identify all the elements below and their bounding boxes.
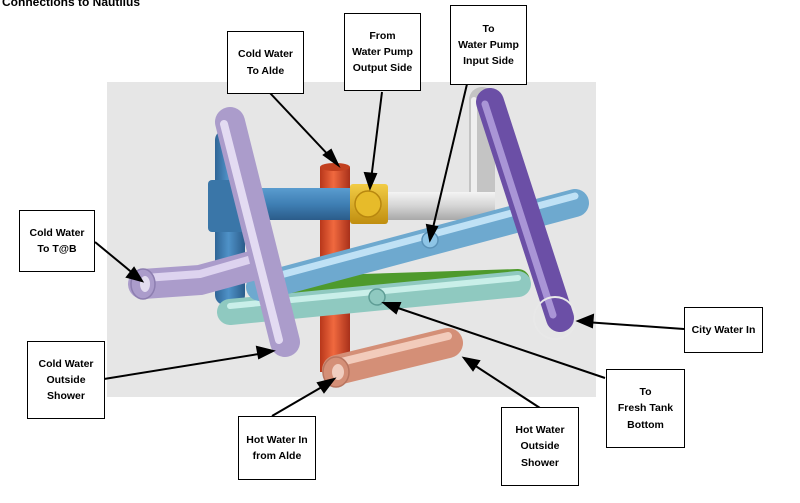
label-to-water-pump-input: To Water Pump Input Side xyxy=(450,5,527,85)
arrow-from-pump-output xyxy=(370,91,383,181)
pump-fitting xyxy=(350,184,388,224)
label-from-water-pump-output: From Water Pump Output Side xyxy=(344,13,421,91)
arrowhead xyxy=(322,148,341,169)
arrowhead xyxy=(575,313,595,329)
label-to-fresh-tank-bottom: To Fresh Tank Bottom xyxy=(606,369,685,448)
arrow-cold-to-tab xyxy=(94,241,136,276)
label-cold-water-to-tab: Cold Water To T@B xyxy=(19,210,95,272)
arrow-to-pump-input xyxy=(431,83,468,233)
arrow-cold-outside-shower xyxy=(103,352,266,380)
label-city-water-in: City Water In xyxy=(684,307,763,353)
label-hot-water-in-from-alde: Hot Water In from Alde xyxy=(238,416,316,480)
arrow-to-fresh-tank xyxy=(391,305,606,379)
city-water-pipe xyxy=(476,88,577,340)
arrowhead xyxy=(255,345,276,360)
arrow-hot-outside-shower xyxy=(470,362,541,409)
arrowhead xyxy=(461,356,481,372)
label-cold-water-to-alde: Cold Water To Alde xyxy=(227,31,304,94)
arrow-hot-from-alde xyxy=(271,383,328,417)
label-hot-water-outside-shower: Hot Water Outside Shower xyxy=(501,407,579,486)
hot-outside-shower-pipe xyxy=(322,328,463,388)
cold-to-tab-pipe xyxy=(128,250,270,300)
arrowhead xyxy=(381,302,402,315)
arrowhead xyxy=(125,266,145,283)
callout-arrows xyxy=(94,83,685,417)
arrow-cold-to-alde xyxy=(269,92,334,161)
arrow-city-water-in xyxy=(584,321,685,330)
cold-outside-shower-pipe xyxy=(215,107,300,357)
arrowhead xyxy=(316,377,337,394)
arrowhead xyxy=(363,171,378,191)
page-title: Connections to Nautilus xyxy=(2,0,140,9)
label-cold-water-outside-shower: Cold Water Outside Shower xyxy=(27,341,105,419)
arrowhead xyxy=(425,223,439,243)
